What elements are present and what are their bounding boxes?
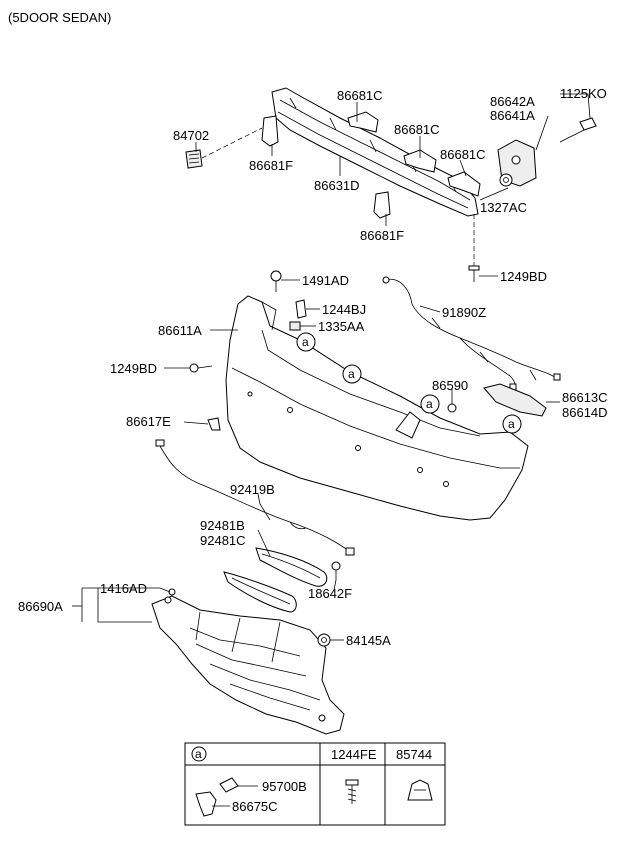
label-86613C: 86613C <box>562 390 608 405</box>
bolt-1125KO <box>559 117 597 143</box>
socket-18642F <box>331 561 341 580</box>
table-ref-marker-a: a <box>191 746 207 762</box>
label-1249BD-1: 1249BD <box>500 269 547 284</box>
label-1327AC: 1327AC <box>480 200 527 215</box>
wiring-92419B <box>155 439 355 556</box>
label-84702: 84702 <box>173 128 209 143</box>
bumper-beam-86631D <box>271 87 479 217</box>
reflex-lamp-92481B <box>223 571 297 613</box>
table-cell-95700B: 95700B <box>262 779 307 794</box>
clip-84145A <box>317 633 331 647</box>
under-cover-86690A <box>151 595 345 735</box>
label-86681C-2: 86681C <box>394 122 440 137</box>
label-86641A: 86641A <box>490 108 535 123</box>
ref-marker-a-4: a <box>502 414 522 434</box>
label-1335AA: 1335AA <box>318 319 365 334</box>
bracket-86681F-left <box>261 115 279 147</box>
screw-1244BJ <box>295 299 307 319</box>
label-86642A: 86642A <box>490 94 535 109</box>
bracket-86681C-a <box>347 111 379 133</box>
label-86617E: 86617E <box>126 414 171 429</box>
label-86681F-2: 86681F <box>360 228 404 243</box>
bolt-1491AD <box>270 270 282 292</box>
bracket-86681C-c <box>447 171 481 197</box>
bumper-cover-86611A <box>225 295 529 521</box>
table-head-85744: 85744 <box>396 747 432 762</box>
nut-1327AC <box>499 173 513 187</box>
wiring-91890Z <box>382 276 561 391</box>
label-91890Z: 91890Z <box>442 305 486 320</box>
svg-text:a: a <box>508 417 515 431</box>
label-86614D: 86614D <box>562 405 608 420</box>
clip-84702 <box>185 149 203 169</box>
label-86611A: 86611A <box>158 323 202 338</box>
label-86681C-1: 86681C <box>337 88 383 103</box>
svg-text:a: a <box>302 335 309 349</box>
reflector-86617E <box>207 417 221 431</box>
label-1249BD-2: 1249BD <box>110 361 157 376</box>
table-cell-86675C: 86675C <box>232 799 278 814</box>
screw-1244FE <box>345 779 359 804</box>
grommet-86675C <box>195 791 230 817</box>
bolt-1249BD-upper <box>468 265 480 282</box>
part-labels: 1125KO 86642A 86641A 86681C 86681C 86681… <box>18 86 608 648</box>
ref-marker-a-3: a <box>420 394 440 414</box>
svg-text:a: a <box>348 367 355 381</box>
bracket-86613C <box>483 383 547 417</box>
bracket-86681F-lower <box>373 191 391 219</box>
clip-85744 <box>407 779 433 801</box>
label-18642F: 18642F <box>308 586 352 601</box>
label-84145A: 84145A <box>346 633 391 648</box>
label-92481B: 92481B <box>200 518 245 533</box>
hardware-table: a 1244FE 85744 95700B 86675C <box>184 742 446 826</box>
reflex-lamp-92481C <box>255 547 328 587</box>
label-86681F-1: 86681F <box>249 158 293 173</box>
label-1125KO: 1125KO <box>560 86 607 101</box>
label-86631D: 86631D <box>314 178 360 193</box>
bolt-1249BD-lower <box>189 363 213 373</box>
svg-text:a: a <box>426 397 433 411</box>
body-type-caption: (5DOOR SEDAN) <box>8 10 111 25</box>
leader-dash-84702 <box>201 127 263 159</box>
label-92481C: 92481C <box>200 533 246 548</box>
label-1416AD: 1416AD <box>100 581 147 596</box>
label-92419B: 92419B <box>230 482 275 497</box>
clip-95700B <box>219 777 258 793</box>
leader-lines <box>72 93 591 641</box>
svg-text:a: a <box>195 747 202 761</box>
label-86590: 86590 <box>432 378 468 393</box>
table-head-1244FE: 1244FE <box>331 747 377 762</box>
label-86690A: 86690A <box>18 599 63 614</box>
label-1491AD: 1491AD <box>302 273 349 288</box>
clip-86590 <box>447 396 457 413</box>
ref-marker-a-2: a <box>342 364 362 384</box>
label-1244BJ: 1244BJ <box>322 302 366 317</box>
ref-marker-a-1: a <box>296 332 316 352</box>
clip-1335AA <box>289 321 301 331</box>
label-86681C-3: 86681C <box>440 147 486 162</box>
